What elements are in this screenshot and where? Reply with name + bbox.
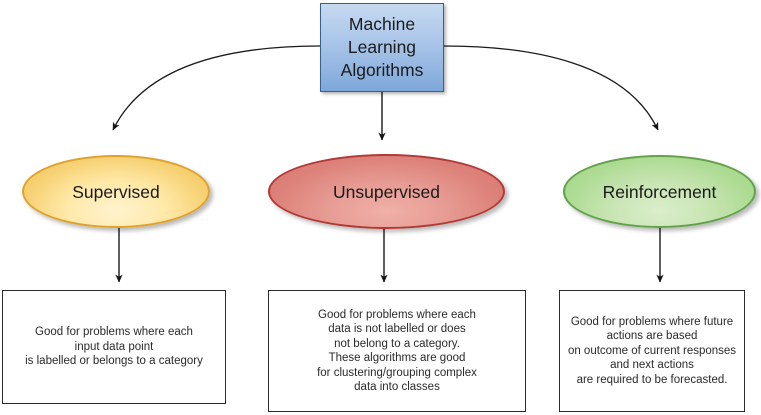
node-reinforcement[interactable]: Reinforcement [563,155,756,228]
node-supervised[interactable]: Supervised [22,155,210,228]
description-text-unsupervised: Good for problems where each data is not… [317,308,477,394]
description-box-unsupervised[interactable]: Good for problems where each data is not… [268,290,526,412]
description-box-supervised[interactable]: Good for problems where each input data … [2,290,226,404]
node-label-root: Machine Learning Algorithms [340,14,424,80]
node-label-reinforcement: Reinforcement [602,181,717,202]
connector-root-to-supervised [112,45,321,131]
description-text-reinforcement: Good for problems where future actions a… [567,315,737,386]
node-label-unsupervised: Unsupervised [333,181,440,202]
connector-root-to-reinforcement [443,45,659,131]
node-machine-learning-algorithms[interactable]: Machine Learning Algorithms [320,3,444,92]
description-text-supervised: Good for problems where each input data … [25,326,203,368]
node-unsupervised[interactable]: Unsupervised [268,154,505,229]
description-box-reinforcement[interactable]: Good for problems where future actions a… [559,290,745,412]
node-label-supervised: Supervised [72,181,160,202]
